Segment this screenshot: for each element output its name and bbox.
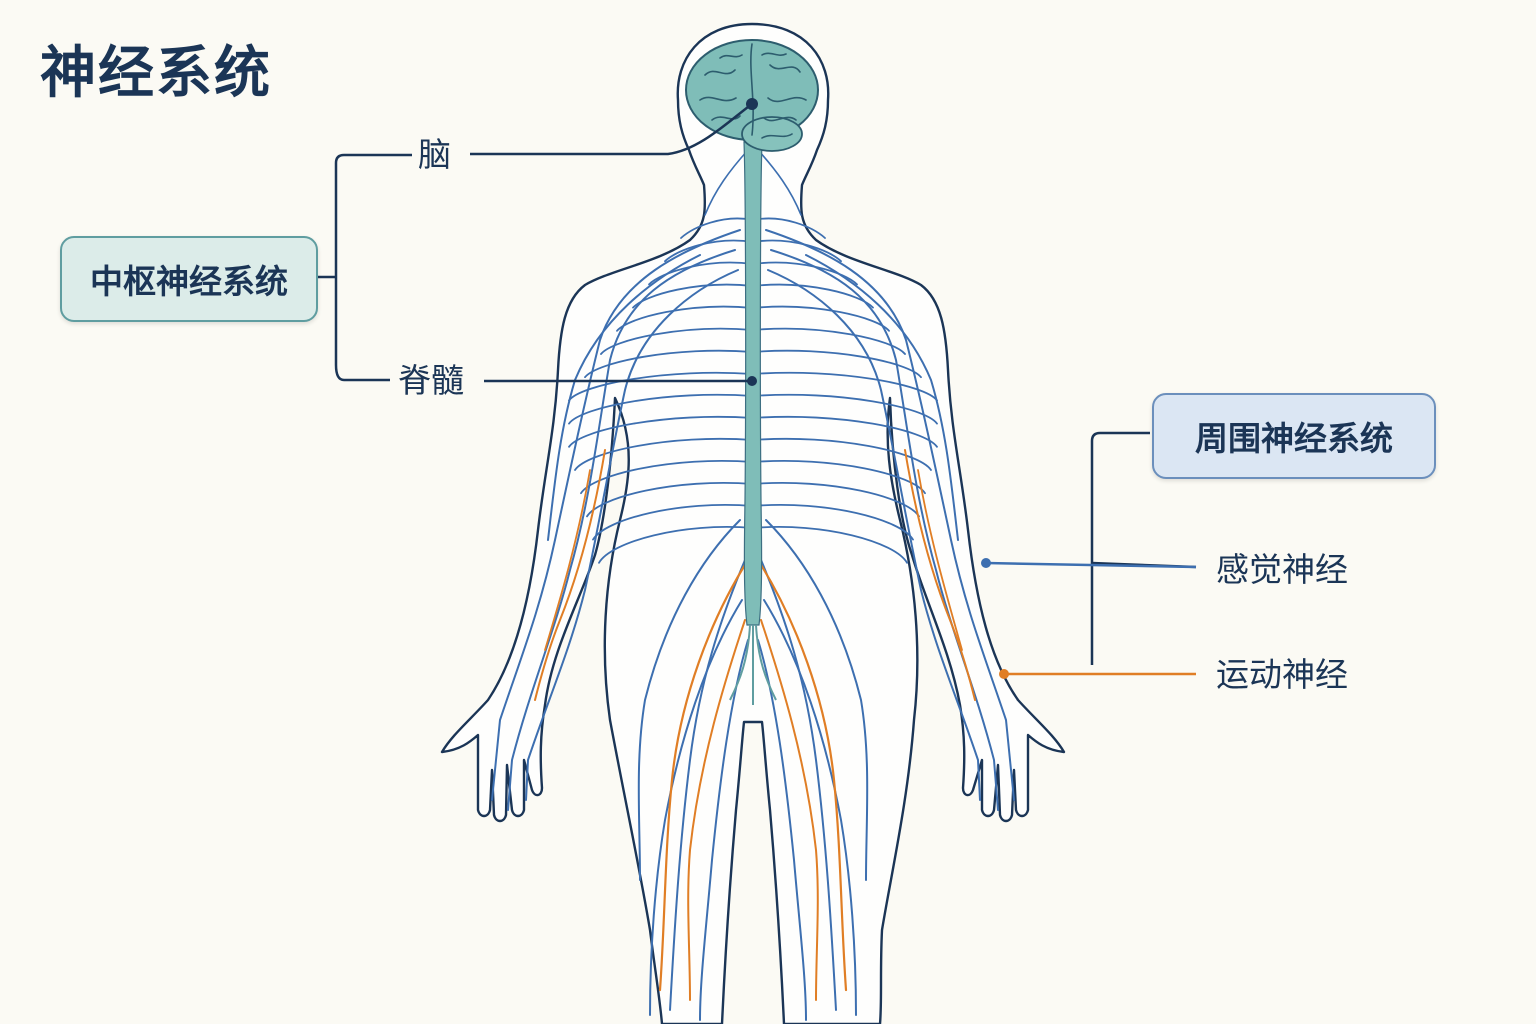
arm-motor-nerve-left bbox=[534, 449, 606, 701]
spinal-cord-pointer-dot bbox=[747, 376, 757, 386]
arm-motor-nerve-left bbox=[544, 469, 591, 651]
motor-nerve-label: 运动神经 bbox=[1216, 655, 1348, 694]
arm-motor-nerve-right bbox=[904, 449, 976, 701]
sensory-nerve-dot bbox=[981, 558, 991, 568]
arm-nerve-left bbox=[525, 269, 739, 801]
intercostal-nerve bbox=[752, 327, 906, 355]
cauda-equina bbox=[729, 624, 777, 705]
page-title: 神经系统 bbox=[40, 41, 272, 106]
intercostal-nerve bbox=[752, 371, 938, 402]
sensory-nerve-label: 感觉神经 bbox=[1216, 550, 1348, 589]
connectors bbox=[316, 102, 1197, 676]
leg-nerve-left bbox=[649, 599, 743, 1016]
motor-nerve-dot bbox=[999, 669, 1009, 679]
intercostal-nerve bbox=[752, 481, 920, 518]
intercostal-nerve bbox=[598, 526, 754, 564]
leg-nerve-right bbox=[760, 559, 837, 1011]
arm-nerve-right bbox=[765, 229, 1015, 801]
intercostal-nerve bbox=[600, 327, 754, 355]
leg-nerve-right bbox=[763, 599, 857, 1016]
intercostal-nerve bbox=[568, 393, 754, 425]
intercostal-nerve bbox=[752, 504, 914, 541]
arm-motor-nerve-right bbox=[917, 469, 963, 651]
intercostal-nerve bbox=[568, 371, 754, 402]
brain-label: 脑 bbox=[418, 135, 451, 174]
peripheral-nerves bbox=[491, 149, 1015, 1021]
arm-nerve-right bbox=[805, 254, 959, 541]
intercostal-nerve bbox=[574, 437, 754, 471]
intercostal-nerve bbox=[752, 437, 932, 471]
leg-motor-nerve-left bbox=[687, 619, 746, 1001]
leg-nerve-right bbox=[757, 639, 807, 1021]
neck-nerve bbox=[704, 149, 749, 216]
leg-nerve-right bbox=[765, 519, 869, 881]
arm-nerve-left bbox=[491, 229, 741, 801]
brain bbox=[685, 39, 819, 152]
leg-nerve-left bbox=[637, 519, 741, 881]
intercostal-nerve bbox=[752, 393, 938, 425]
leg-motor-nerve-right bbox=[760, 619, 819, 1001]
intercostal-nerve bbox=[592, 504, 754, 541]
pns-box: 周围神经系统 bbox=[1152, 393, 1436, 479]
arm-nerve-right bbox=[767, 269, 981, 801]
leg-nerve-left bbox=[669, 559, 746, 1011]
cns-box: 中枢神经系统 bbox=[60, 236, 318, 322]
brain-pointer-dot bbox=[746, 98, 758, 110]
leg-nerve-left bbox=[699, 639, 749, 1021]
leg-motor-nerve-left bbox=[658, 558, 750, 992]
spinal-cord-label: 脊髓 bbox=[398, 361, 464, 400]
neck-nerve bbox=[757, 149, 802, 216]
intercostal-nerve bbox=[752, 526, 908, 564]
arm-nerve-left bbox=[507, 249, 736, 811]
leg-motor-nerve-right bbox=[756, 558, 848, 992]
